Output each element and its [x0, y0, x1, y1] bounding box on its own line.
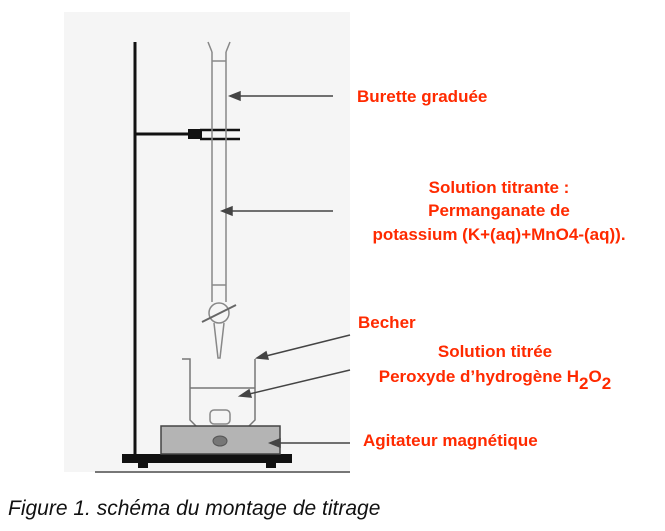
stand — [95, 42, 350, 473]
beaker — [182, 358, 256, 428]
diagram-background — [64, 12, 350, 472]
titre-line-2: Peroxyde d’hydrogène H — [378, 367, 580, 386]
titrant-line-1: Solution titrante : — [428, 178, 570, 197]
titrant-label: Solution titrante : Permanganate de pota… — [354, 178, 644, 245]
subscript-2b: 2 — [601, 374, 612, 393]
burette-label: Burette graduée — [357, 87, 488, 106]
titrant-line-3: potassium (K+(aq)+MnO4-(aq)). — [372, 225, 626, 244]
subscript-2: 2 — [579, 374, 589, 393]
magnetic-stirrer — [160, 425, 281, 455]
figure-caption: Figure 1. schéma du montage de titrage — [8, 497, 381, 520]
titre-line-1: Solution titrée — [437, 342, 553, 361]
titre-label: Solution titrée Peroxyde d’hydrogène H2O… — [350, 342, 640, 394]
agitateur-label: Agitateur magnétique — [363, 431, 538, 450]
arrows — [219, 90, 351, 449]
oxygen-symbol: O — [588, 367, 602, 386]
burette — [201, 41, 237, 359]
becher-label: Becher — [358, 313, 416, 332]
titrant-line-2: Permanganate de — [428, 201, 570, 220]
